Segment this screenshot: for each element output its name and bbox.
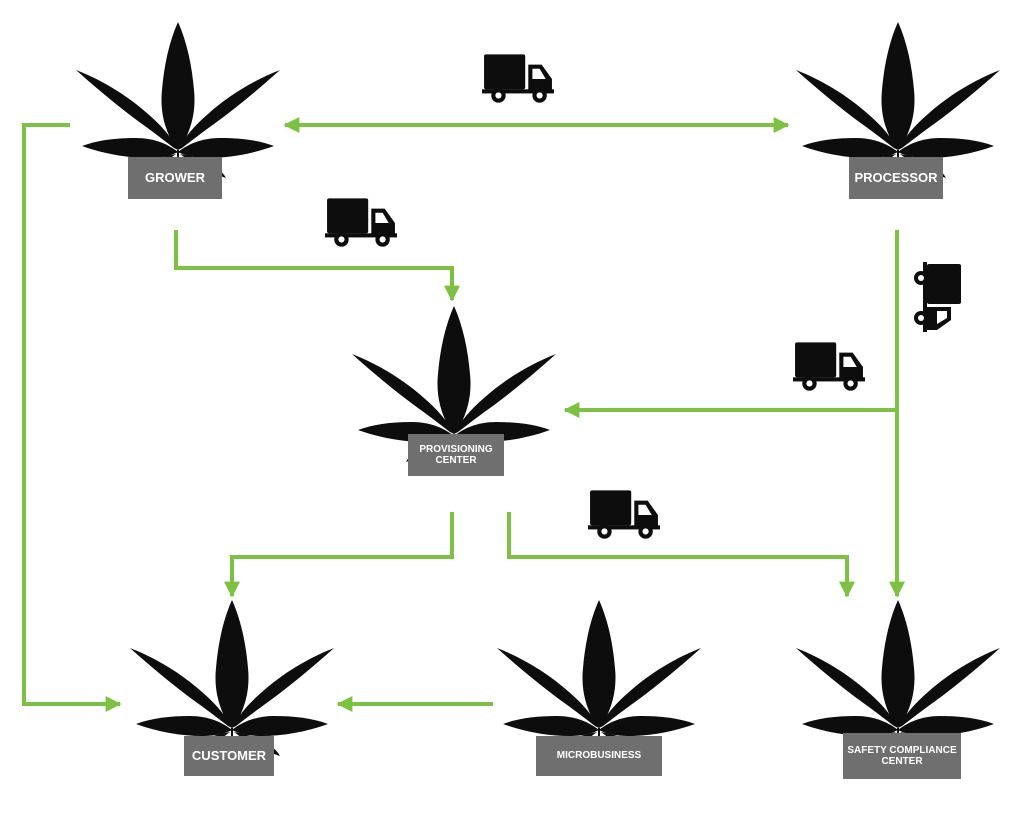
truck-icon-provisioning-safety <box>588 490 660 539</box>
edge-provisioning-safety <box>507 512 855 598</box>
microbusiness-label: MICROBUSINESS <box>536 736 662 776</box>
truck-icon-processor-safety <box>914 262 961 332</box>
processor-label: PROCESSOR <box>849 157 943 199</box>
safety-compliance-center-label: SAFETY COMPLIANCE CENTER <box>843 733 961 779</box>
truck-icon-processor-provisioning <box>793 342 865 391</box>
edge-grower-provisioning <box>174 230 460 302</box>
truck-icon-grower-provisioning <box>325 198 397 247</box>
provisioning-center-label: PROVISIONING CENTER <box>408 434 504 476</box>
truck-icon-grower-processor <box>482 54 554 103</box>
edge-provisioning-customer <box>224 512 454 598</box>
grower-label: GROWER <box>128 157 222 199</box>
edge-grower-customer <box>22 123 122 712</box>
customer-label: CUSTOMER <box>184 736 274 776</box>
